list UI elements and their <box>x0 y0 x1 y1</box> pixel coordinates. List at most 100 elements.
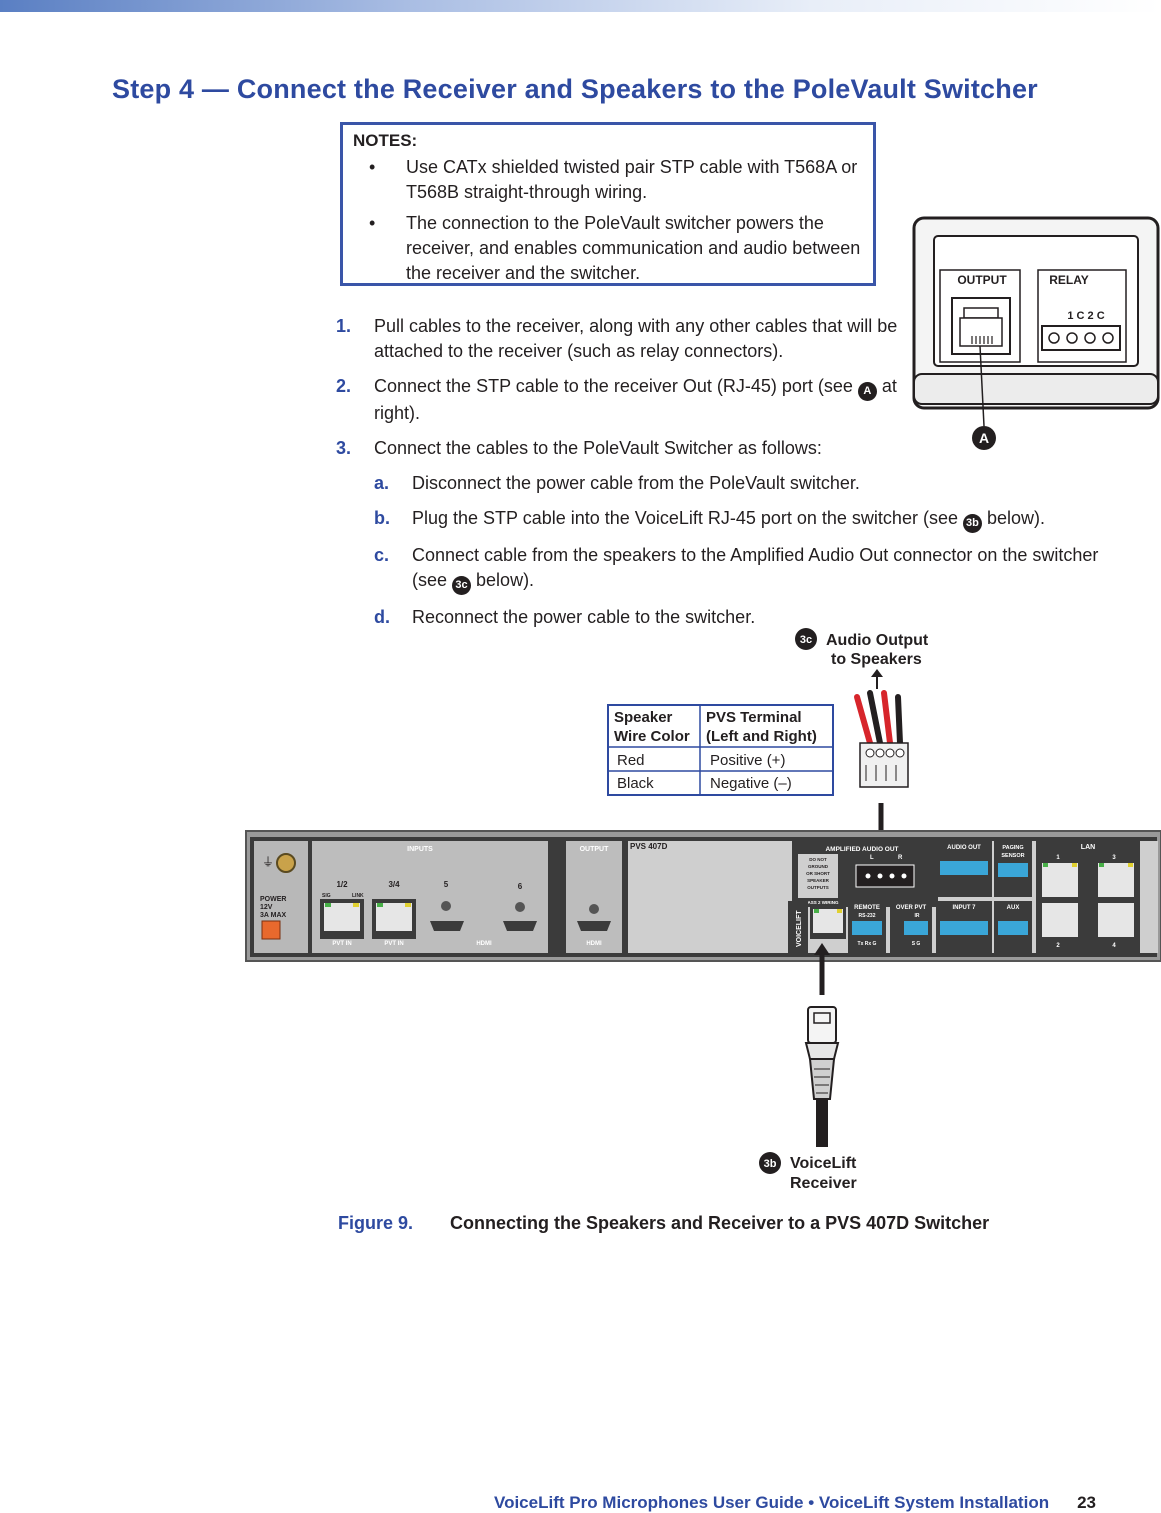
warning-text: GROUND <box>808 864 829 869</box>
paging-connector-icon <box>998 863 1028 877</box>
paging-label: PAGING <box>1002 845 1023 851</box>
sig-label: SIG <box>322 893 331 899</box>
warning-text: DO NOT <box>809 857 827 862</box>
warning-label-box <box>798 854 838 898</box>
step-text: Connect the cables to the PoleVault Swit… <box>374 438 822 458</box>
input-6-label: 6 <box>518 882 523 891</box>
pvt-in-port-icon <box>320 899 364 939</box>
page-heading: Step 4 — Connect the Receiver and Speake… <box>112 74 1038 104</box>
substep-letter: d. <box>374 607 390 627</box>
table-header-wire-color: Wire Color <box>614 728 690 745</box>
callout-badge-3b: 3b <box>962 514 982 533</box>
notes-box: NOTES: • Use CATx shielded twisted pair S… <box>340 122 876 286</box>
substep-text: Plug the STP cable into the VoiceLift RJ… <box>412 508 963 528</box>
figure-caption: Figure 9.Connecting the Speakers and Rec… <box>338 1213 989 1234</box>
table-cell: Red <box>617 752 645 769</box>
substep-b: b. Plug the STP cable into the VoiceLift… <box>336 506 1136 533</box>
lan-port-number: 1 <box>1056 855 1060 861</box>
list-item: • Use CATx shielded twisted pair STP cabl… <box>353 155 863 205</box>
input-3-4-label: 3/4 <box>388 880 400 889</box>
ir-connector-icon <box>904 921 928 935</box>
over-pvt-label: OVER PVT <box>896 905 927 911</box>
substep-text: below). <box>981 508 1045 528</box>
hdmi-output-port-icon <box>577 904 611 931</box>
model-label: PVS 407D <box>630 842 668 851</box>
audio-output-label: Audio Output <box>826 632 929 649</box>
relay-pin-labels: 1 C 2 C <box>1067 310 1104 322</box>
substep-d: d. Reconnect the power cable to the swit… <box>336 605 1136 630</box>
lan-port-icon <box>1042 863 1078 897</box>
callout-3b-label: 3b <box>764 1158 777 1170</box>
page-footer: VoiceLift Pro Microphones User Guide • V… <box>494 1493 1096 1513</box>
power-voltage: 12V <box>260 904 273 911</box>
substep-text: Reconnect the power cable to the switche… <box>412 607 756 627</box>
left-channel-label: L <box>870 855 874 861</box>
table-header-left-right: (Left and Right) <box>706 728 817 745</box>
instruction-steps: 1. Pull cables to the receiver, along wi… <box>336 314 1136 640</box>
right-channel-label: R <box>898 855 903 861</box>
lan-port-icon <box>1098 903 1134 937</box>
hdmi-label: HDMI <box>476 941 492 947</box>
table-header-terminal: PVS Terminal <box>706 709 802 726</box>
pvt-in-label: PVT IN <box>384 941 403 947</box>
step-text: at right). <box>374 376 897 423</box>
ground-symbol-icon: ⏚ <box>262 855 274 869</box>
hdmi-port-icon <box>430 901 464 931</box>
voicelift-label: VoiceLift <box>790 1155 857 1172</box>
ground-screw-icon <box>276 853 296 873</box>
output-frame <box>939 269 1021 363</box>
amplified-out-connector-icon <box>855 864 915 888</box>
callout-a-circle <box>972 426 996 450</box>
wire-color-table <box>607 704 834 796</box>
link-label: LINK <box>352 893 364 899</box>
top-gradient-bar <box>0 0 1161 12</box>
sensor-label: SENSOR <box>1001 853 1024 859</box>
connection-diagram: 3c Audio Output to Speakers Speaker Wire… <box>245 628 1161 1192</box>
bullet-icon: • <box>369 157 376 177</box>
audio-out-connector-icon <box>940 861 988 875</box>
voicelift-label-strip <box>788 901 808 957</box>
input7-connector-icon <box>940 921 988 935</box>
substep-a: a. Disconnect the power cable from the P… <box>336 471 1136 496</box>
notes-title: NOTES: <box>353 131 418 150</box>
substep-letter: c. <box>374 545 390 565</box>
power-current: 3A MAX <box>260 912 287 919</box>
power-connector-icon <box>261 920 281 940</box>
callout-3c-label: 3c <box>800 634 812 646</box>
audio-out-label: AUDIO OUT <box>947 845 981 851</box>
power-label: POWER <box>260 896 286 903</box>
callout-3c-circle <box>795 628 817 650</box>
receiver-base <box>913 373 1159 405</box>
pvt-in-port-icon <box>372 899 416 939</box>
input-1-2-label: 1/2 <box>336 880 348 889</box>
rs232-label: RS-232 <box>859 913 876 919</box>
input-5-label: 5 <box>444 880 449 889</box>
up-arrow-to-voicelift-icon <box>814 943 830 995</box>
warning-text: OR SHORT <box>806 871 830 876</box>
inputs-label: INPUTS <box>407 846 433 853</box>
receiver-rear-illustration: OUTPUT RELAY 1 C 2 C A <box>912 216 1160 450</box>
speaker-wires <box>854 690 903 746</box>
relay-frame <box>1037 269 1127 363</box>
notes-list: • Use CATx shielded twisted pair STP cabl… <box>353 155 863 286</box>
callout-a-label: A <box>979 430 989 446</box>
table-cell: Positive (+) <box>710 752 785 769</box>
rs232-pins-label: Tx Rx G <box>858 941 877 947</box>
pvt-in-label: PVT IN <box>332 941 351 947</box>
hdmi-port-icon <box>503 902 537 931</box>
lan-port-number: 3 <box>1112 855 1116 861</box>
lan-port-number: 4 <box>1112 943 1116 949</box>
remote-label: REMOTE <box>854 905 880 911</box>
figure-number: Figure 9. <box>338 1213 414 1233</box>
output-label: OUTPUT <box>580 846 610 853</box>
substep-text: Disconnect the power cable from the Pole… <box>412 473 860 493</box>
ir-pins-label: S G <box>912 941 921 947</box>
aux-label: AUX <box>1007 905 1020 911</box>
aux-connector-icon <box>998 921 1028 935</box>
receiver-label: Receiver <box>790 1175 857 1192</box>
step-3: 3. Connect the cables to the PoleVault S… <box>336 436 1136 461</box>
rs232-connector-icon <box>852 921 882 935</box>
table-cell: Negative (–) <box>710 775 792 792</box>
note-text: Use CATx shielded twisted pair STP cable… <box>406 157 858 202</box>
warning-text: OUTPUTS <box>807 885 829 890</box>
